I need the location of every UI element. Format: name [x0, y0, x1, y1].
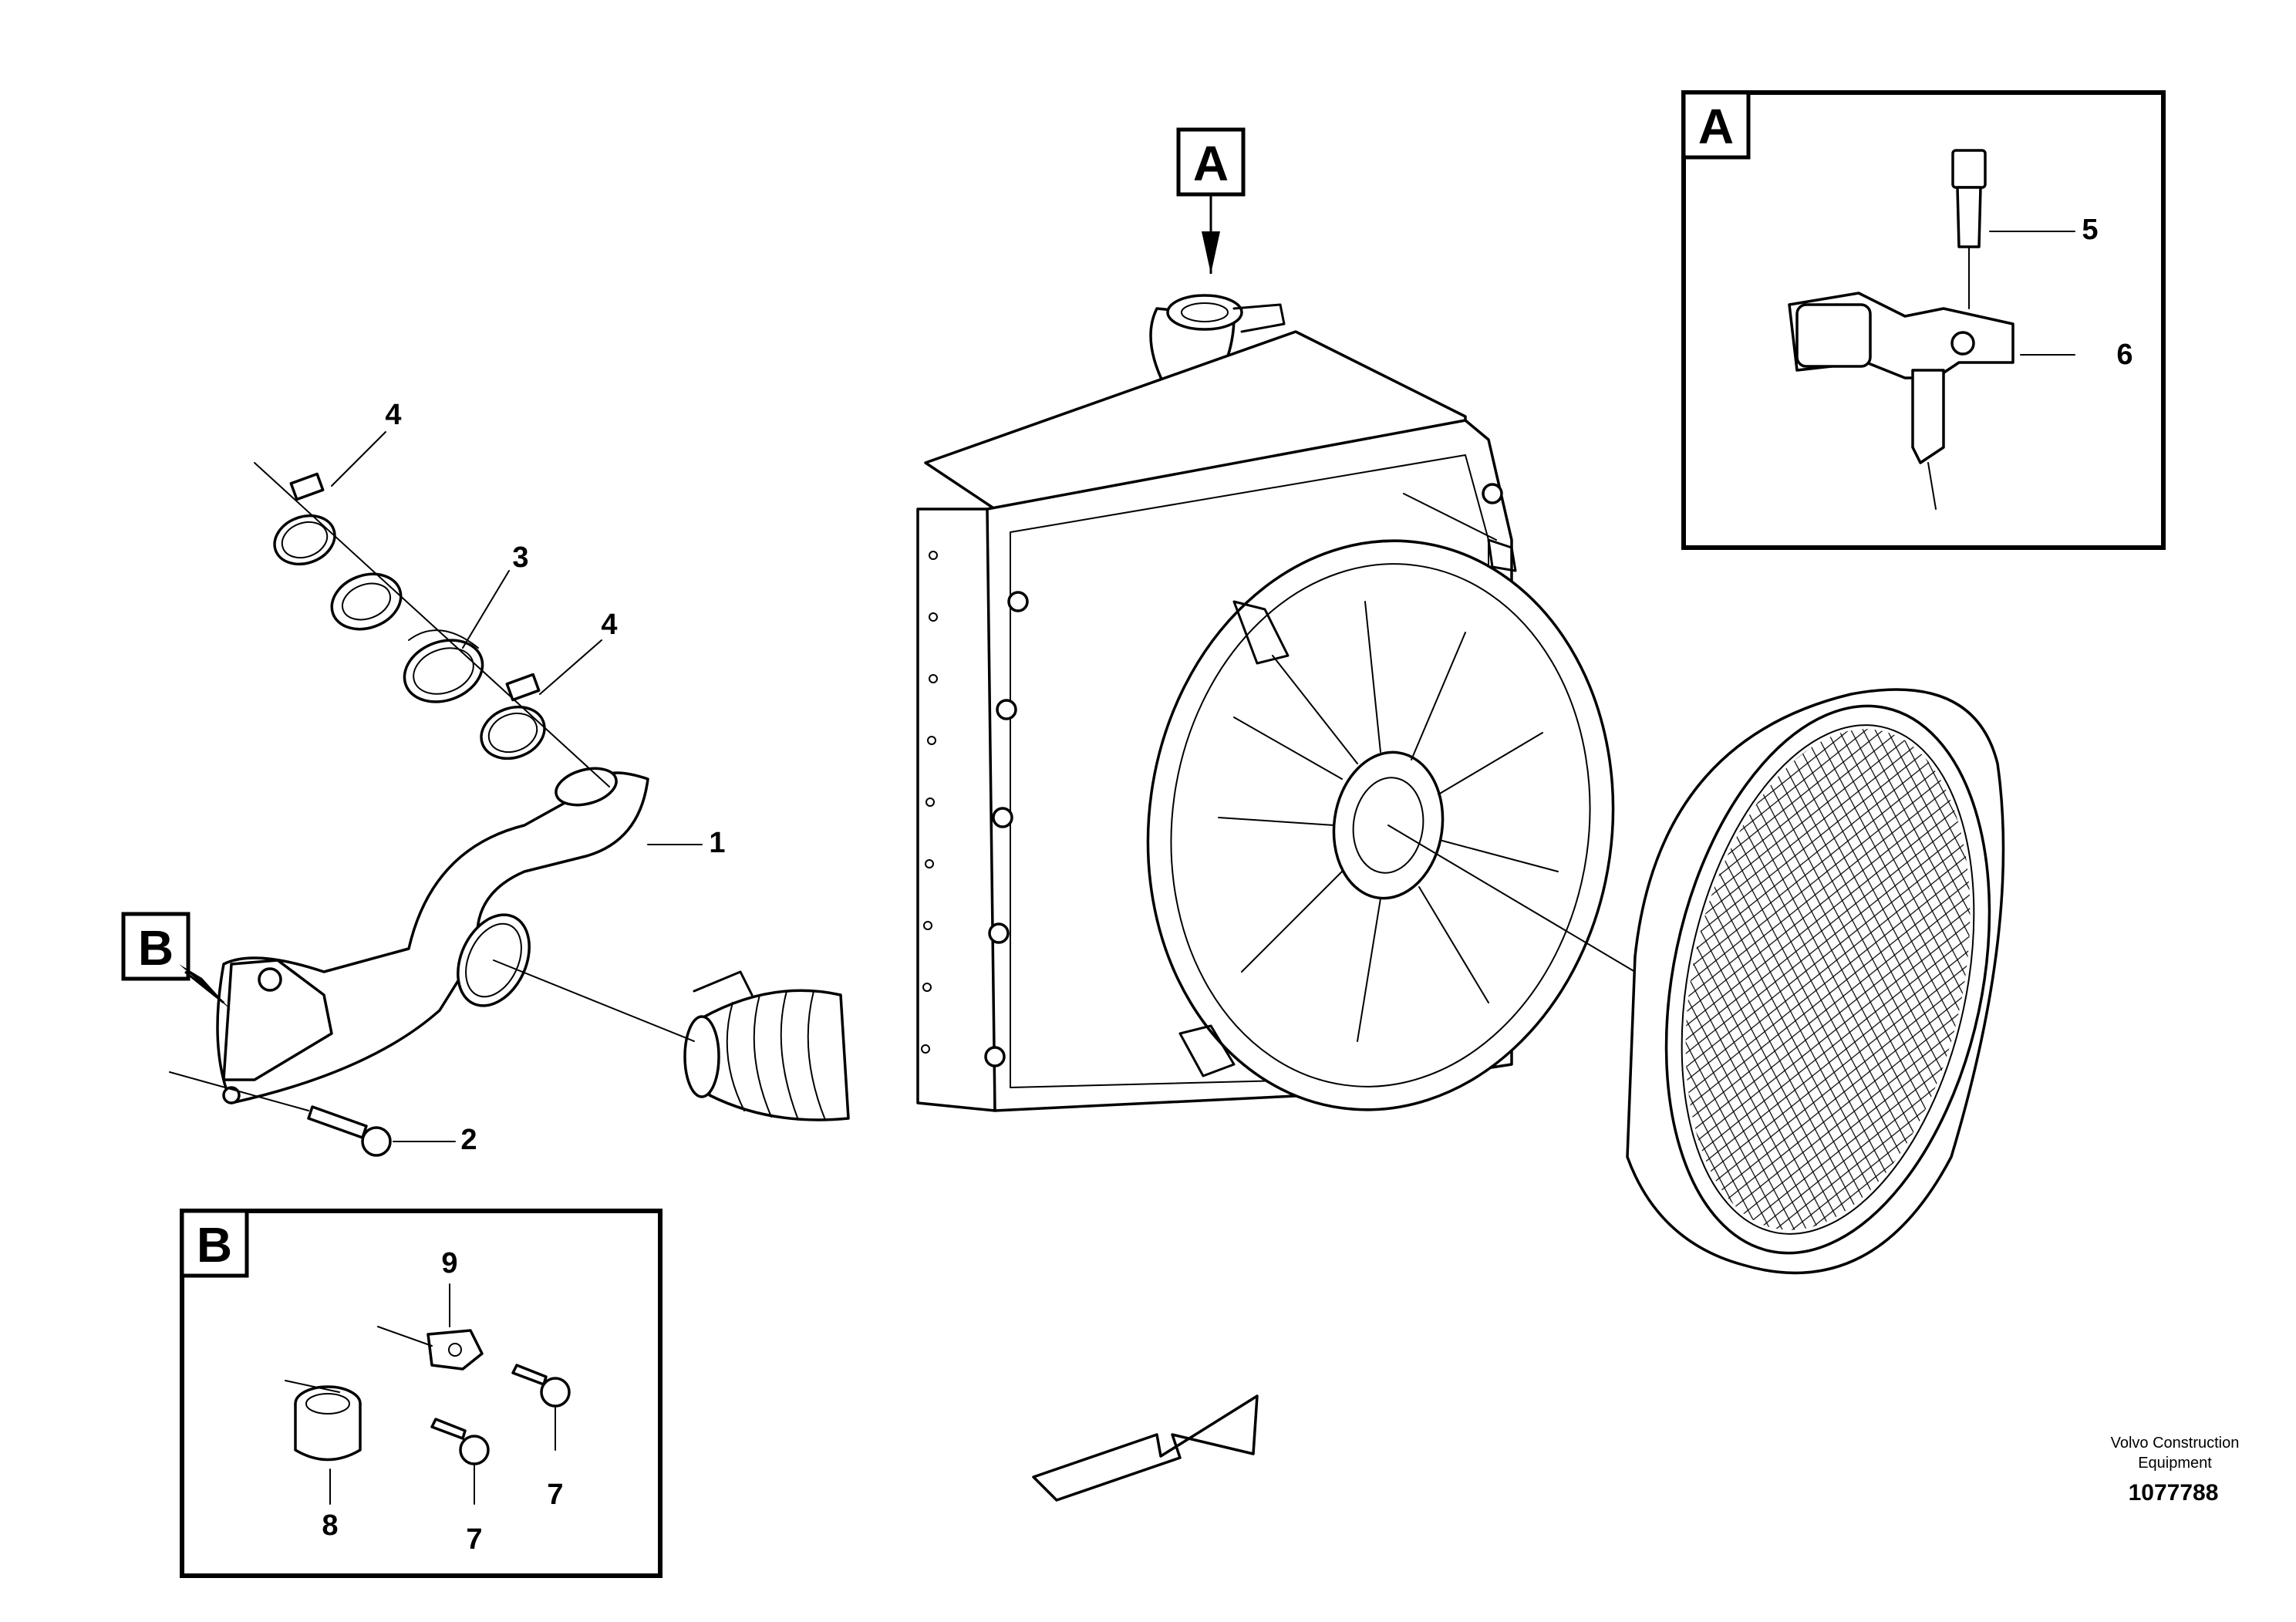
detail-a: A	[1681, 90, 2166, 550]
label-part-2: 2	[460, 1124, 477, 1156]
frame-bolts	[984, 483, 1503, 1067]
label-part-3: 3	[512, 541, 528, 574]
radiator-assembly	[683, 294, 1615, 1121]
charge-air-pipe	[216, 767, 649, 1104]
callout-a-main: A	[1176, 127, 1246, 274]
fan-guard	[1626, 688, 2005, 1275]
company-line-2: Equipment	[2138, 1455, 2212, 1472]
explode-lines	[169, 462, 1636, 1111]
outlet-hose	[683, 970, 850, 1121]
callout-b-main-label: B	[138, 920, 174, 976]
hose-clamp-mid	[480, 673, 546, 760]
label-part-4-mid: 4	[601, 609, 617, 641]
company-line-1: Volvo Construction	[2111, 1435, 2240, 1452]
label-part-7-a: 7	[547, 1479, 563, 1511]
bolt-2	[307, 1105, 392, 1157]
bushing-8	[285, 1380, 362, 1505]
label-part-1: 1	[709, 827, 725, 859]
label-part-8: 8	[322, 1509, 338, 1542]
leader-lines	[331, 431, 703, 1142]
label-part-7-b: 7	[466, 1523, 482, 1556]
detail-b-label: B	[197, 1217, 232, 1273]
bracket-9	[377, 1283, 484, 1371]
airflow-arrow-icon	[1032, 1394, 1259, 1502]
part-numbers: 4 3 4 1 2 5 6 9 8 7 7	[322, 214, 2132, 1556]
label-part-9: 9	[441, 1247, 457, 1280]
document-number: 1077788	[2129, 1480, 2219, 1506]
bolt-5	[1951, 149, 1987, 309]
side-rivets	[921, 551, 938, 1054]
hose-clamp-top	[273, 472, 336, 566]
label-part-4-top: 4	[385, 399, 401, 431]
hose-coupling	[403, 629, 484, 703]
detail-b: B	[180, 1209, 663, 1578]
seal-ring	[330, 572, 403, 631]
detail-a-label: A	[1698, 99, 1734, 154]
label-part-5: 5	[2082, 214, 2098, 246]
label-part-6: 6	[2116, 339, 2132, 371]
footer: Volvo Construction Equipment 1077788	[2111, 1435, 2240, 1506]
callout-a-main-label: A	[1193, 136, 1229, 191]
bolts-7	[430, 1364, 571, 1505]
sensor-6	[1788, 292, 2014, 510]
callout-b-main: B	[121, 912, 231, 1010]
